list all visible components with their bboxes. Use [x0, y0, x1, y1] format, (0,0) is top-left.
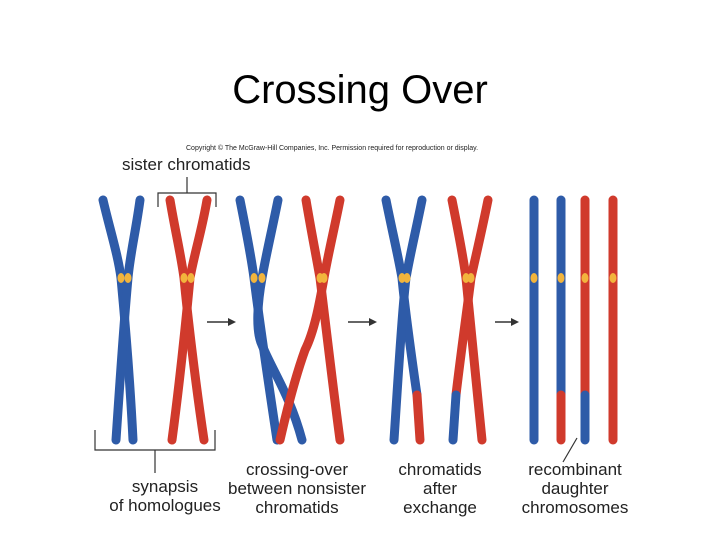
stage1-red-chromosome — [165, 195, 212, 445]
label-crossing-over-line2: between nonsister — [228, 479, 366, 498]
stage3-blue-chromosome — [381, 195, 427, 445]
label-recombinant: recombinant daughter chromosomes — [510, 460, 640, 517]
brackets — [94, 177, 578, 473]
label-synapsis-line2: of homologues — [109, 496, 221, 515]
label-synapsis: synapsis of homologues — [95, 477, 235, 515]
label-after-exchange-line2: after — [422, 479, 458, 498]
stage3-red-chromosome — [447, 195, 493, 445]
arrows — [207, 318, 519, 326]
stage4-daughter-chromosomes — [529, 195, 618, 445]
copyright-notice: Copyright © The McGraw-Hill Companies, I… — [186, 145, 479, 152]
arrow-2 — [348, 318, 377, 326]
label-sister-chromatids: sister chromatids — [122, 155, 251, 174]
arrow-1 — [207, 318, 236, 326]
label-crossing-over-line1: crossing-over — [245, 460, 349, 479]
stage1-blue-chromosome — [98, 195, 145, 445]
pointer-recombinant — [562, 437, 578, 463]
label-recombinant-line2: daughter — [541, 479, 609, 498]
label-crossing-over-line3: chromatids — [255, 498, 339, 517]
label-recombinant-line3: chromosomes — [521, 498, 629, 517]
label-crossing-over: crossing-over between nonsister chromati… — [222, 460, 372, 517]
stage2-blue-chromosome — [235, 195, 307, 445]
slide-title: Crossing Over — [232, 68, 488, 112]
label-recombinant-line1: recombinant — [528, 460, 622, 479]
label-after-exchange: chromatids after exchange — [380, 460, 500, 517]
stage2-red-chromosome — [275, 195, 345, 445]
centromeres — [117, 273, 617, 283]
label-after-exchange-line1: chromatids — [398, 460, 482, 479]
label-synapsis-line1: synapsis — [131, 477, 199, 496]
label-after-exchange-line3: exchange — [403, 498, 477, 517]
arrow-3 — [495, 318, 519, 326]
